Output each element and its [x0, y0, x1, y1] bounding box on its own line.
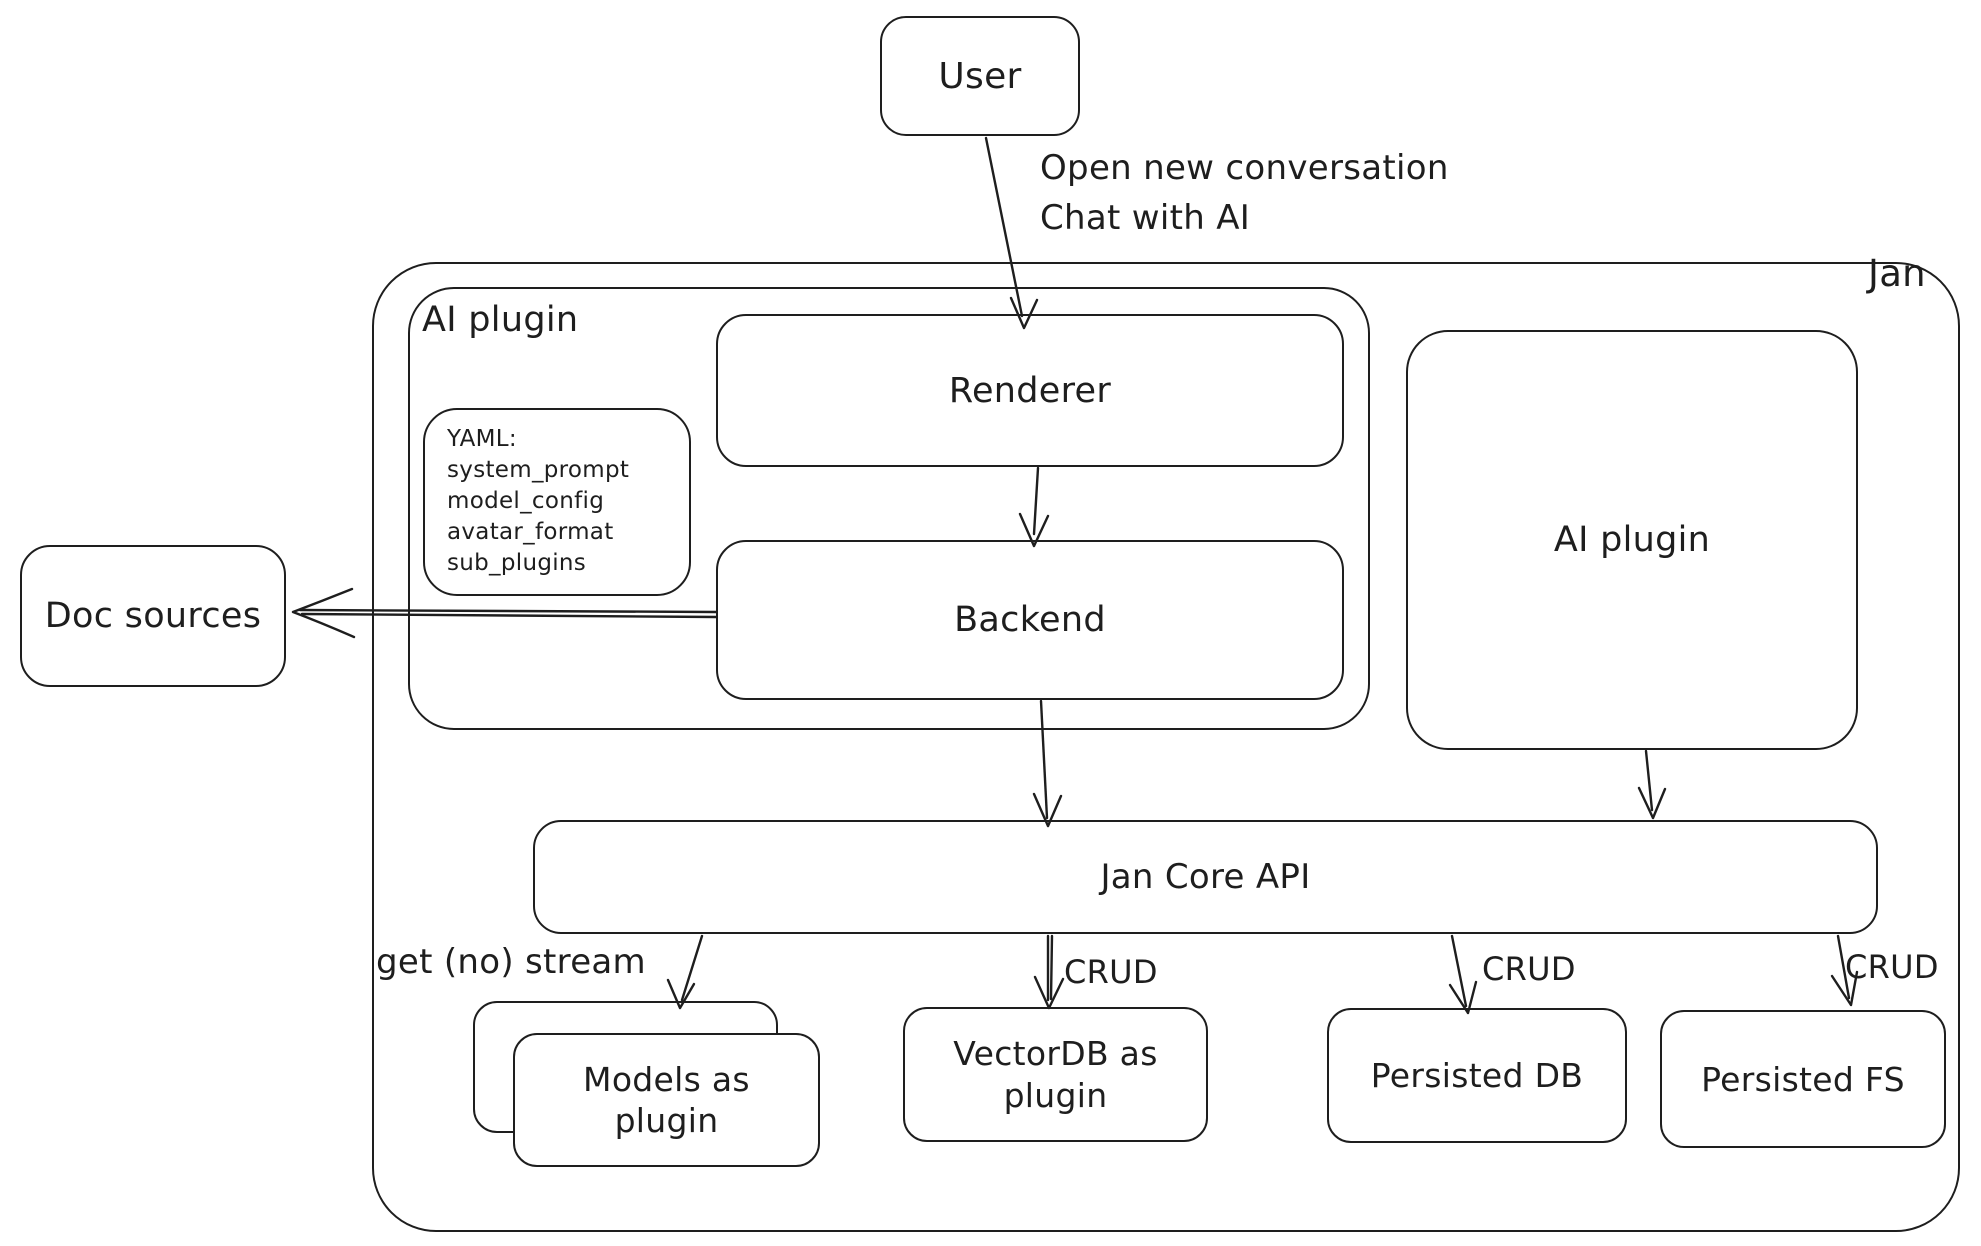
- jan-core-api-bar: Jan Core API: [533, 820, 1878, 934]
- edge-label-crud-persisted-db: CRUD: [1482, 950, 1576, 988]
- vectordb-box: VectorDB as plugin: [903, 1007, 1208, 1142]
- models-as-plugin-label: Models as plugin: [583, 1059, 750, 1140]
- renderer-box: Renderer: [716, 314, 1344, 467]
- yaml-note-line: avatar_format: [447, 519, 614, 545]
- ai-plugin-box: AI plugin: [1406, 330, 1858, 750]
- ai-plugin-container: [408, 287, 1370, 730]
- edge-label-crud-persisted-fs: CRUD: [1845, 948, 1939, 986]
- user-box: User: [880, 16, 1080, 136]
- models-as-plugin-box: Models as plugin: [513, 1033, 820, 1167]
- yaml-note-box: YAML: system_prompt model_config avatar_…: [423, 408, 691, 596]
- persisted-fs-box: Persisted FS: [1660, 1010, 1946, 1148]
- flow-label-chat-with-ai: Chat with AI: [1040, 198, 1251, 238]
- persisted-db-box: Persisted DB: [1327, 1008, 1627, 1143]
- renderer-label: Renderer: [948, 370, 1112, 411]
- yaml-note-title: YAML:: [447, 426, 517, 452]
- backend-box: Backend: [716, 540, 1344, 700]
- ai-plugin-box-label: AI plugin: [1553, 520, 1711, 560]
- backend-label: Backend: [954, 600, 1106, 640]
- persisted-fs-label: Persisted FS: [1701, 1059, 1905, 1099]
- doc-sources-label: Doc sources: [44, 596, 262, 636]
- edge-label-crud-vectordb: CRUD: [1064, 953, 1158, 991]
- ai-plugin-container-label: AI plugin: [422, 300, 579, 340]
- edge-label-get-no-stream: get (no) stream: [376, 942, 646, 982]
- doc-sources-box: Doc sources: [20, 545, 286, 687]
- jan-core-api-label: Jan Core API: [1100, 857, 1311, 897]
- jan-label: Jan: [1868, 252, 1926, 295]
- jan-container: [372, 262, 1960, 1232]
- vectordb-label: VectorDB as plugin: [953, 1034, 1158, 1115]
- yaml-note-line: model_config: [447, 488, 605, 514]
- user-label: User: [938, 55, 1022, 97]
- persisted-db-label: Persisted DB: [1370, 1056, 1584, 1095]
- flow-label-open-conversation: Open new conversation: [1040, 148, 1449, 188]
- yaml-note-line: system_prompt: [447, 457, 630, 483]
- yaml-note-line: sub_plugins: [447, 550, 587, 576]
